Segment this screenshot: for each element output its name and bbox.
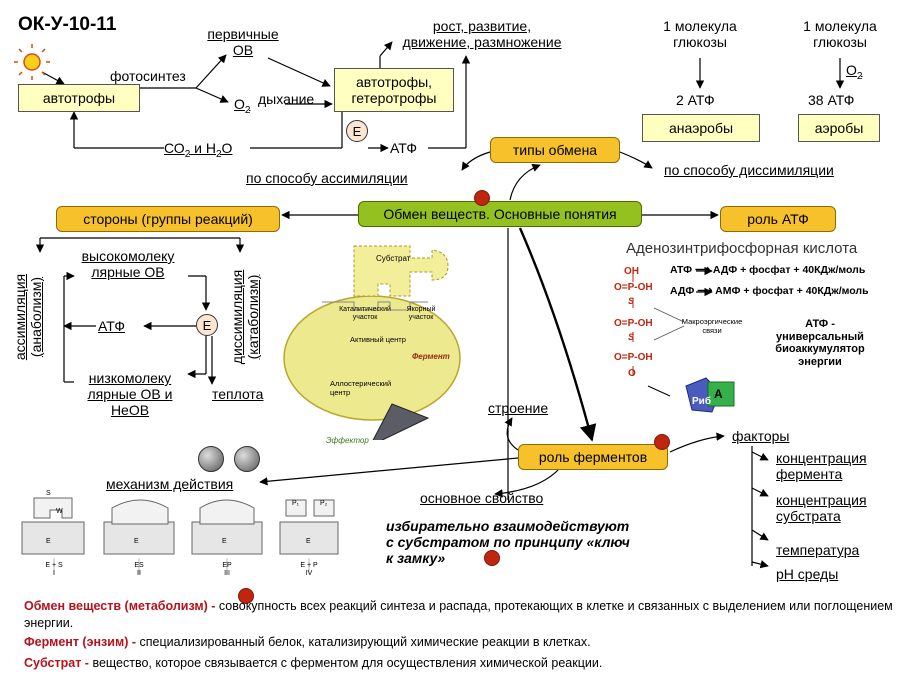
auto-hetero-box: автотрофы,гетеротрофы (334, 68, 454, 112)
enzyme-label: Фермент (412, 352, 450, 361)
atp-s2: S (628, 332, 635, 342)
definition-enzyme: Фермент (энзим) - специализированный бел… (24, 635, 591, 649)
main-property-label: основное свойство (420, 490, 544, 506)
atp-role-pill: роль АТФ (720, 206, 836, 232)
energy-e-circle-top: Е (346, 120, 368, 142)
mech-label-w: W (56, 508, 63, 515)
mechanism-label: механизм действия (106, 476, 234, 492)
page-title: ОК-У-10-11 (18, 14, 117, 35)
substrate-label: Субстрат (376, 254, 411, 263)
aerobes-box: аэробы (798, 114, 880, 142)
enzyme-illustration (283, 245, 461, 440)
ribose-label: Риб (692, 396, 711, 407)
by-assimilation-label: по способу ассимиляции (246, 170, 408, 186)
effector-label: Эффектор (326, 436, 369, 445)
by-dissimilation-label: по способу диссимиляции (664, 162, 834, 178)
co2-h2o-label: СО2 и Н2О (164, 140, 233, 160)
mechanism-diagram (21, 497, 339, 574)
atp-equation-2: АДФ ⟶ АМФ + фосфат + 40КДж/моль (670, 285, 869, 297)
growth-label: рост, развитие,движение, размножение (402, 18, 562, 51)
factors-label: факторы (732, 428, 790, 444)
energy-e-circle-sides: Е (196, 314, 218, 336)
anaerobes-box: анаэробы (642, 114, 760, 142)
atp-o-bottom: O (628, 368, 636, 379)
atp2-label: 2 АТФ (676, 92, 715, 108)
atp-s1: S (628, 296, 635, 306)
structure-label: строение (488, 400, 549, 416)
atp-p1: O=P-OH (614, 282, 653, 293)
speaker-icon[interactable] (234, 446, 260, 472)
mech-label-e3: E (222, 538, 227, 545)
marker-dot (238, 588, 254, 604)
respiration-label: дыхание (258, 91, 315, 107)
photosynthesis-label: фотосинтез (110, 68, 186, 84)
speaker-icon[interactable] (198, 446, 224, 472)
o2-right-label: О2 (846, 62, 863, 82)
definition-metabolism: Обмен веществ (метаболизм) - совокупност… (24, 599, 893, 630)
atp-top-label: АТФ (390, 140, 417, 156)
factor-ph: pH среды (776, 566, 839, 582)
assimilation-label: ассимиляция(анаболизм) (12, 273, 45, 361)
mech-label-e1: E (46, 538, 51, 545)
adenine-label: А (714, 387, 723, 401)
mech-label-e2: E (134, 538, 139, 545)
mech-label-p2: P₂ (320, 500, 328, 507)
substrate-shape (353, 245, 449, 297)
marker-dot (474, 190, 490, 206)
mech-label-e4: E (306, 538, 311, 545)
autotrophs-box: автотрофы (18, 84, 140, 112)
adenine-square (707, 381, 735, 407)
enzyme-role-pill: роль ферментов (518, 444, 668, 470)
center-pill: Обмен веществ. Основные понятия (358, 201, 642, 227)
definition-substrate: Субстрат - вещество, которое связывается… (24, 656, 603, 670)
types-pill: типы обмена (490, 137, 620, 163)
heat-label: теплота (212, 386, 264, 402)
factor-temperature: температура (776, 542, 860, 558)
atp-sides-label: АТФ (98, 318, 125, 334)
mech-label-s: S (46, 490, 51, 497)
atp38-label: 38 АТФ (808, 92, 855, 108)
sides-pill: стороны (группы реакций) (56, 206, 280, 232)
atp-structure (632, 274, 735, 413)
atp-oh-top: OH (624, 266, 639, 277)
effector-triangle (372, 403, 430, 440)
mech-label-p1: P₁ (292, 500, 300, 507)
o2-label: О2 (234, 96, 251, 116)
atp-acid-title: Аденозинтрифосфорная кислота (626, 240, 858, 257)
atp-p3: O=P-OH (614, 352, 653, 363)
sun-icon (14, 44, 50, 80)
active-center-label: Активный центр (350, 335, 406, 344)
autotrophs-label: автотрофы (42, 89, 116, 106)
marker-dot (484, 550, 500, 566)
atp-p2: O=P-OH (614, 318, 653, 329)
marker-dot (654, 434, 670, 450)
dissimilation-label: диссимиляция(катаболизм) (229, 269, 262, 365)
atp-equation-1: АТФ ⟶ АДФ + фосфат + 40КДж/моль (670, 264, 866, 276)
